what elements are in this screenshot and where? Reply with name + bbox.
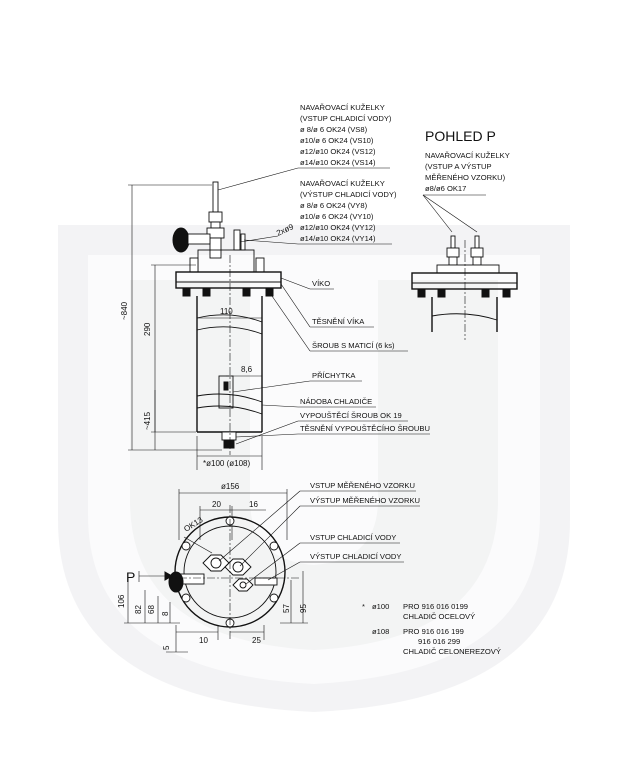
material-notes: * ø100 PRO 916 016 0199 CHLADIČ OCELOVÝ … <box>362 602 501 656</box>
dim-20: 20 <box>212 500 221 509</box>
svg-text:ø14/ø10 OK24 (VY14): ø14/ø10 OK24 (VY14) <box>300 234 376 243</box>
svg-text:ø 8/ø 6 OK24 (VY8): ø 8/ø 6 OK24 (VY8) <box>300 201 368 210</box>
dim-82: 82 <box>134 605 143 614</box>
label-drain-seal: TĚSNĚNÍ VYPOUŠTĚCÍHO ŠROUBU <box>300 424 430 433</box>
svg-text:ø108: ø108 <box>372 627 389 636</box>
plan-view: ø156 20 16 OK13 P <box>117 482 308 653</box>
dim-8: 8 <box>161 611 170 616</box>
dim-16: 16 <box>249 500 258 509</box>
dim-body-height: 290 <box>143 322 152 336</box>
view-p: POHLED P NAVAŘOVACÍ KUŽELKY (VSTUP A VÝS… <box>411 128 518 340</box>
svg-text:MĚŘENÉHO VZORKU): MĚŘENÉHO VZORKU) <box>425 173 506 182</box>
watermark-shield <box>58 225 570 712</box>
label-lid: VÍKO <box>312 279 330 288</box>
dim-57: 57 <box>282 604 291 613</box>
svg-text:ø14/ø10 OK24 (VS14): ø14/ø10 OK24 (VS14) <box>300 158 376 167</box>
svg-text:ø10/ø 6 OK24 (VY10): ø10/ø 6 OK24 (VY10) <box>300 212 374 221</box>
dim-25: 25 <box>252 636 261 645</box>
svg-text:ø10/ø 6 OK24 (VS10): ø10/ø 6 OK24 (VS10) <box>300 136 374 145</box>
svg-text:NAVAŘOVACÍ KUŽELKY: NAVAŘOVACÍ KUŽELKY <box>300 179 385 188</box>
outlet-cones-label: NAVAŘOVACÍ KUŽELKY (VÝSTUP CHLADICÍ VODY… <box>243 179 397 245</box>
dim-clip-width: 8,6 <box>241 365 253 374</box>
dim-5: 5 <box>162 645 171 650</box>
svg-text:CHLADIČ OCELOVÝ: CHLADIČ OCELOVÝ <box>403 612 475 621</box>
dim-95: 95 <box>299 604 308 613</box>
dim-plan-diameter: ø156 <box>221 482 240 491</box>
svg-text:916 016 299: 916 016 299 <box>418 637 460 646</box>
label-drain-screw: VYPOUŠTĚCÍ ŠROUB OK 19 <box>300 411 402 420</box>
view-p-title: POHLED P <box>425 128 496 144</box>
view-p-marker: P <box>126 569 135 585</box>
dim-lower-height: ~415 <box>143 411 152 430</box>
svg-text:(VSTUP CHLADICÍ VODY): (VSTUP CHLADICÍ VODY) <box>300 114 392 123</box>
label-lid-seal: TĚSNĚNÍ VÍKA <box>312 317 365 326</box>
part-callouts: VÍKO TĚSNĚNÍ VÍKA ŠROUB S MATICÍ (6 ks) … <box>232 277 430 445</box>
svg-text:ø100: ø100 <box>372 602 389 611</box>
dim-flange-width: 110 <box>220 307 233 316</box>
dim-106: 106 <box>117 594 126 608</box>
svg-text:PRO 916 016 199: PRO 916 016 199 <box>403 627 464 636</box>
svg-text:ø 8/ø 6 OK24 (VS8): ø 8/ø 6 OK24 (VS8) <box>300 125 368 134</box>
label-water-out: VÝSTUP CHLADICÍ VODY <box>310 552 401 561</box>
svg-text:(VSTUP A VÝSTUP: (VSTUP A VÝSTUP <box>425 162 492 171</box>
label-vessel: NÁDOBA CHLADIČE <box>300 397 372 406</box>
svg-text:ø12/ø10 OK24 (VY12): ø12/ø10 OK24 (VY12) <box>300 223 376 232</box>
inlet-cones-label: NAVAŘOVACÍ KUŽELKY (VSTUP CHLADICÍ VODY)… <box>217 103 392 191</box>
label-bolt: ŠROUB S MATICÍ (6 ks) <box>312 341 395 350</box>
svg-text:(VÝSTUP CHLADICÍ VODY): (VÝSTUP CHLADICÍ VODY) <box>300 190 397 199</box>
front-view <box>172 181 282 455</box>
dim-10: 10 <box>199 636 208 645</box>
svg-text:*: * <box>362 602 365 611</box>
svg-text:CHLADIČ CELONEREZOVÝ: CHLADIČ CELONEREZOVÝ <box>403 647 501 656</box>
svg-text:ø8/ø6 OK17: ø8/ø6 OK17 <box>425 184 466 193</box>
svg-text:NAVAŘOVACÍ KUŽELKY: NAVAŘOVACÍ KUŽELKY <box>300 103 385 112</box>
label-water-in: VSTUP CHLADICÍ VODY <box>310 533 396 542</box>
dim-bottom-diameter: *ø100 (ø108) <box>203 459 250 468</box>
label-clip: PŘÍCHYTKA <box>312 371 356 380</box>
svg-text:PRO 916 016 0199: PRO 916 016 0199 <box>403 602 468 611</box>
dim-overall-height: ~840 <box>120 301 129 320</box>
label-sample-in: VSTUP MĚŘENÉHO VZORKU <box>310 481 415 490</box>
plan-callouts: VSTUP MĚŘENÉHO VZORKU VÝSTUP MĚŘENÉHO VZ… <box>218 481 420 585</box>
svg-text:NAVAŘOVACÍ KUŽELKY: NAVAŘOVACÍ KUŽELKY <box>425 151 510 160</box>
svg-text:ø12/ø10 OK24 (VS12): ø12/ø10 OK24 (VS12) <box>300 147 376 156</box>
dim-68: 68 <box>147 605 156 614</box>
label-sample-out: VÝSTUP MĚŘENÉHO VZORKU <box>310 496 420 505</box>
